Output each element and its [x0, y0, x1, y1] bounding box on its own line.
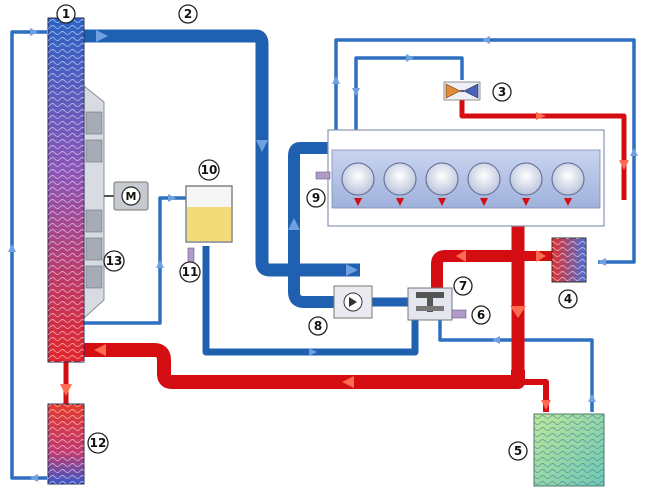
- flow-arrow: [536, 112, 546, 120]
- flow-arrow: [396, 198, 404, 206]
- cylinder: [341, 162, 375, 196]
- radiator-fan-13: [83, 84, 105, 320]
- callout-12: 12: [87, 432, 109, 454]
- flow-arrow: [309, 348, 317, 356]
- flow-arrow: [332, 76, 340, 84]
- flow-arrows: [8, 28, 638, 482]
- pipe-hot-main-return: [84, 343, 525, 389]
- callout-label: 6: [477, 308, 485, 322]
- flow-arrow: [438, 198, 446, 206]
- oil-cooler-4: [551, 237, 587, 283]
- callout-label: 7: [459, 279, 467, 293]
- flow-arrow: [492, 336, 500, 344]
- flow-arrow: [96, 30, 108, 42]
- callouts: 1 2 3 4 5 6 7 8: [56, 4, 578, 461]
- callout-6: 6: [471, 305, 491, 325]
- flow-arrow: [168, 194, 176, 202]
- callout-label: 11: [182, 265, 199, 279]
- callout-label: 3: [498, 85, 506, 99]
- sensor-9: [315, 171, 331, 180]
- cylinder: [509, 162, 543, 196]
- coolant-level: [187, 207, 231, 241]
- flow-arrow: [8, 244, 16, 252]
- flow-arrow: [482, 36, 490, 44]
- flow-arrow: [522, 198, 530, 206]
- pipe-hot-from-valve: [431, 250, 520, 288]
- callout-1: 1: [56, 4, 76, 24]
- flow-arrow: [564, 198, 572, 206]
- callout-label: 5: [514, 444, 522, 458]
- callout-label: 12: [90, 436, 107, 450]
- callout-5: 5: [508, 441, 528, 461]
- sensor-11: [187, 247, 195, 263]
- callout-4: 4: [558, 289, 578, 309]
- cylinders: [341, 162, 585, 206]
- callout-label: 4: [564, 292, 572, 306]
- pipe-top-outer-loop: [334, 38, 636, 264]
- callout-label: 9: [312, 191, 320, 205]
- callout-8: 8: [308, 316, 328, 336]
- cylinder: [383, 162, 417, 196]
- flow-arrow: [342, 376, 354, 388]
- callout-label: 1: [62, 7, 70, 21]
- flow-arrow: [406, 54, 414, 62]
- heat-exchanger-5: [533, 413, 605, 487]
- flow-arrow: [346, 264, 358, 276]
- flow-arrow: [30, 28, 38, 36]
- motor-label: M: [126, 190, 137, 203]
- flow-arrow: [30, 474, 38, 482]
- flow-arrow: [60, 384, 72, 396]
- callout-13: 13: [103, 250, 125, 272]
- flow-arrow: [510, 306, 526, 318]
- thermostat-valve-7: [407, 287, 453, 321]
- flow-arrow: [256, 140, 268, 152]
- callout-label: 10: [201, 163, 218, 177]
- cooler-12: [47, 403, 85, 485]
- flow-arrow: [598, 258, 606, 266]
- pipe-main-top: [84, 29, 360, 277]
- callout-label: 13: [106, 254, 123, 268]
- flow-arrow: [354, 198, 362, 206]
- cylinder: [425, 162, 459, 196]
- callout-3: 3: [492, 82, 512, 102]
- flow-arrow: [352, 88, 360, 96]
- valve-3: [443, 81, 481, 101]
- callout-2: 2: [178, 4, 198, 24]
- flow-arrow: [541, 400, 551, 410]
- fan-motor: M: [104, 181, 149, 211]
- flow-arrow: [456, 250, 466, 262]
- callout-label: 8: [314, 319, 322, 333]
- flow-arrow: [480, 198, 488, 206]
- flow-arrow: [536, 250, 546, 262]
- cylinder: [551, 162, 585, 196]
- flow-arrow: [288, 218, 300, 230]
- callout-label: 2: [184, 7, 192, 21]
- flow-arrow: [630, 148, 638, 156]
- sensor-6: [451, 309, 467, 319]
- flow-arrow: [94, 344, 106, 356]
- callout-7: 7: [453, 276, 473, 296]
- expansion-tank-10: [185, 185, 233, 243]
- flow-arrow: [619, 160, 629, 170]
- engine-block: [327, 129, 605, 227]
- coolant-pump-8: [333, 285, 373, 319]
- flow-arrow: [588, 394, 596, 402]
- pipe-radiator-left-return: [10, 30, 47, 480]
- callout-9: 9: [306, 188, 326, 208]
- radiator-1: [47, 17, 85, 363]
- callout-10: 10: [198, 159, 220, 181]
- cylinder: [467, 162, 501, 196]
- flow-arrow: [156, 260, 164, 268]
- callout-11: 11: [179, 261, 201, 283]
